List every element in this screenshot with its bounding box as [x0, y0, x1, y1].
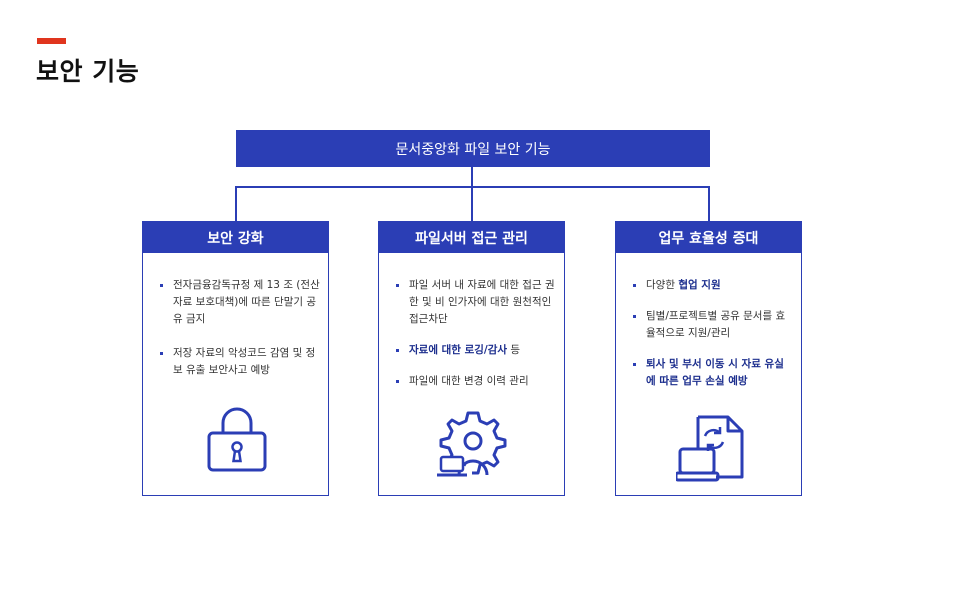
card-header: 보안 강화	[143, 222, 328, 253]
list-item: 저장 자료의 악성코드 감염 및 정보 유출 보안사고 예방	[159, 345, 320, 379]
list-item-text: 등	[507, 344, 521, 356]
connector-center	[471, 186, 473, 221]
card-header: 업무 효율성 증대	[616, 222, 801, 253]
list-item: 퇴사 및 부서 이동 시 자료 유실에 따른 업무 손실 예방	[632, 356, 793, 390]
card-header: 파일서버 접근 관리	[379, 222, 564, 253]
card-item-list: 파일 서버 내 자료에 대한 접근 권한 및 비 인가자에 대한 원천적인 접근…	[395, 277, 556, 390]
list-item: 파일에 대한 변경 이력 관리	[395, 373, 556, 390]
connector-trunk	[471, 167, 473, 186]
card-efficiency: 업무 효율성 증대 다양한 협업 지원 팀별/프로젝트별 공유 문서를 효율적으…	[615, 221, 802, 496]
top-heading-label: 문서중앙화 파일 보안 기능	[395, 141, 551, 158]
list-item: 자료에 대한 로깅/감사 등	[395, 342, 556, 359]
padlock-icon	[206, 406, 268, 472]
card-security: 보안 강화 전자금융감독규정 제 13 조 (전산자료 보호대책)에 따른 단말…	[142, 221, 329, 496]
list-item: 다양한 협업 지원	[632, 277, 793, 294]
card-file-server: 파일서버 접근 관리 파일 서버 내 자료에 대한 접근 권한 및 비 인가자에…	[378, 221, 565, 496]
gear-user-icon	[435, 405, 511, 481]
list-item: 전자금융감독규정 제 13 조 (전산자료 보호대책)에 따른 단말기 공유 금…	[159, 277, 320, 328]
title-accent-bar	[37, 38, 66, 44]
page-title: 보안 기능	[36, 57, 140, 86]
card-title: 업무 효율성 증대	[658, 230, 759, 247]
list-item: 팀별/프로젝트별 공유 문서를 효율적으로 지원/관리	[632, 308, 793, 342]
emphasis-text: 협업 지원	[678, 279, 721, 291]
top-heading-box: 문서중앙화 파일 보안 기능	[236, 130, 710, 167]
emphasis-text: 자료에 대한 로깅/감사	[409, 344, 508, 356]
card-title: 파일서버 접근 관리	[415, 230, 528, 247]
connector-right	[708, 186, 710, 221]
document-laptop-sync-icon	[676, 413, 748, 485]
list-item-text: 다양한	[646, 279, 679, 291]
card-title: 보안 강화	[207, 230, 264, 247]
card-item-list: 전자금융감독규정 제 13 조 (전산자료 보호대책)에 따른 단말기 공유 금…	[159, 277, 320, 379]
card-item-list: 다양한 협업 지원 팀별/프로젝트별 공유 문서를 효율적으로 지원/관리 퇴사…	[632, 277, 793, 390]
list-item: 파일 서버 내 자료에 대한 접근 권한 및 비 인가자에 대한 원천적인 접근…	[395, 277, 556, 328]
connector-left	[235, 186, 237, 221]
